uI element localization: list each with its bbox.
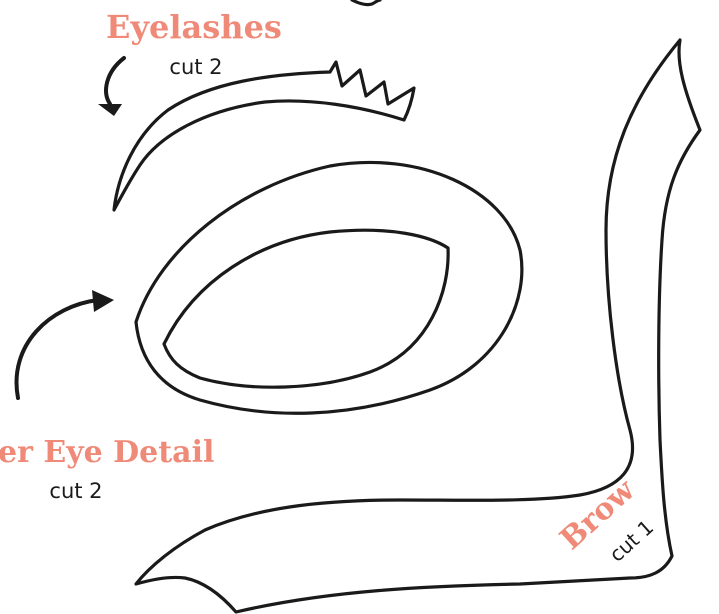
eyelashes-title: Eyelashes (106, 8, 282, 46)
partial-piece-top (352, 0, 380, 5)
eyelashes-subtitle: cut 2 (169, 55, 222, 79)
eyelashes-arrow (98, 58, 124, 116)
brow-piece (136, 40, 700, 612)
eye-detail-subtitle: cut 2 (49, 479, 102, 503)
eye-detail-title: er Eye Detail (0, 435, 214, 470)
eye-detail-arrow (17, 290, 114, 398)
eye-detail-piece (136, 162, 522, 413)
